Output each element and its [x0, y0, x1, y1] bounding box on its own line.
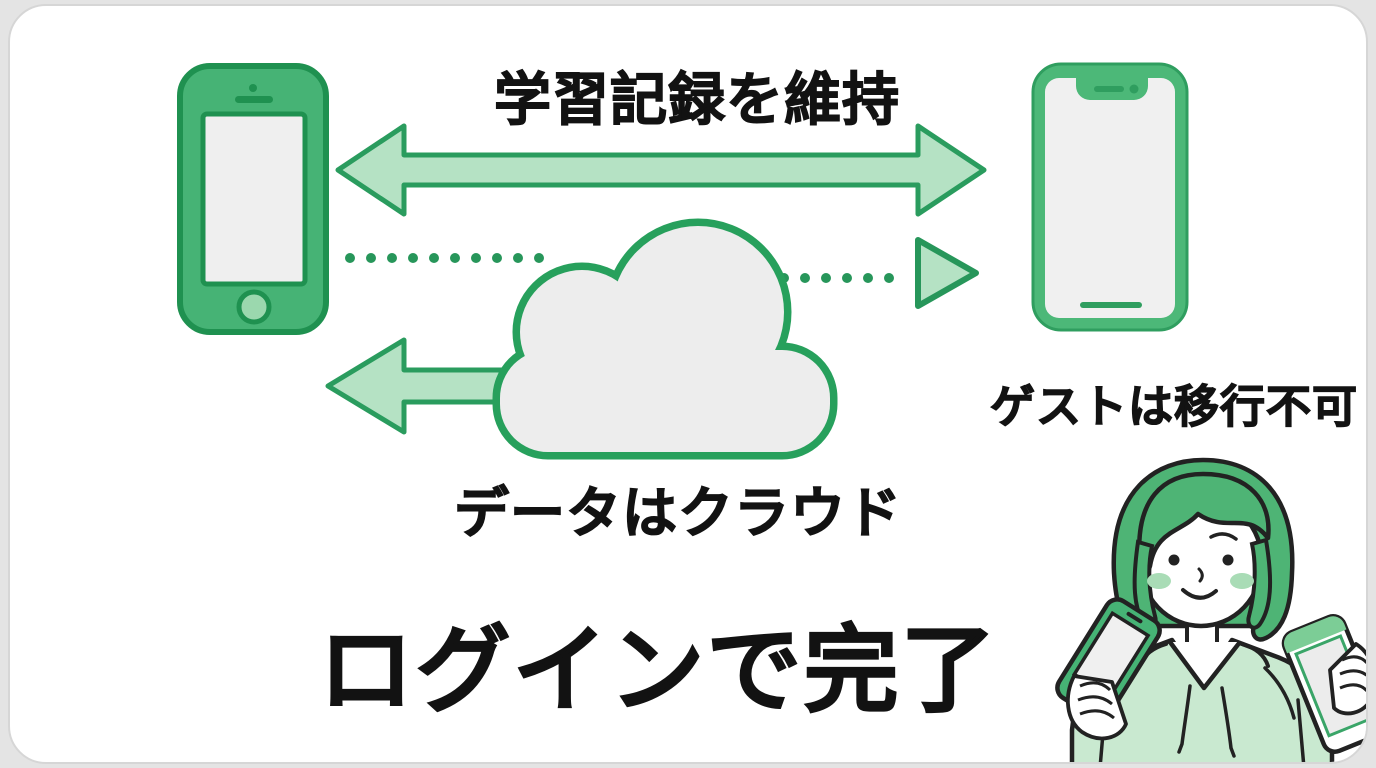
girl-right-hand: [1328, 642, 1366, 716]
diagram-canvas: [177, 62, 1366, 762]
girl-drawstring-right: [1220, 686, 1236, 758]
girl-eyebrow: [1209, 532, 1238, 541]
girl-sleeve-line-right: [1296, 698, 1306, 762]
girl-hood-fold-right: [1240, 642, 1270, 668]
old-phone-camera-dot: [249, 84, 257, 92]
girl-with-two-phones-illustration: [1055, 457, 1366, 762]
girl-arm-line-right: [1263, 666, 1296, 720]
old-phone-icon: [177, 63, 329, 335]
new-phone-speaker: [1094, 86, 1124, 92]
girl-left-eye: [1168, 554, 1180, 566]
title-label: 学習記録を維持: [493, 67, 900, 132]
new-phone-home-bar: [1080, 302, 1142, 308]
girl-smile: [1181, 588, 1218, 600]
girl-left-hand: [1066, 674, 1128, 741]
new-phone-icon: [1031, 62, 1189, 332]
old-phone-screen: [200, 111, 308, 287]
footer-label: ログインで完了: [318, 617, 998, 724]
new-phone-camera-dot: [1129, 84, 1139, 94]
girl-left-blush: [1147, 573, 1171, 589]
double-arrow-icon: [335, 123, 987, 217]
new-phone-screen: [1045, 78, 1175, 318]
girl-right-eye: [1222, 554, 1234, 566]
guest-note-label: ゲストは移行不可: [989, 380, 1358, 432]
girl-nose: [1197, 567, 1204, 583]
girl-drawstring-left: [1177, 684, 1192, 754]
girl-hair-right-lock: [1246, 537, 1273, 630]
rounded-card: 学習記録を維持 ゲストは移行不可 データはクラウド ログインで完了: [8, 4, 1368, 764]
old-phone-speaker: [235, 96, 273, 103]
cloud-icon: [492, 218, 838, 460]
old-phone-home-button: [236, 289, 272, 325]
girl-right-blush: [1230, 573, 1254, 589]
cloud-note-label: データはクラウド: [453, 481, 902, 544]
girl-hood-vneck: [1168, 640, 1242, 691]
dotted-sync-arrow-icon: [695, 237, 979, 309]
dotted-arrowhead: [915, 237, 979, 309]
